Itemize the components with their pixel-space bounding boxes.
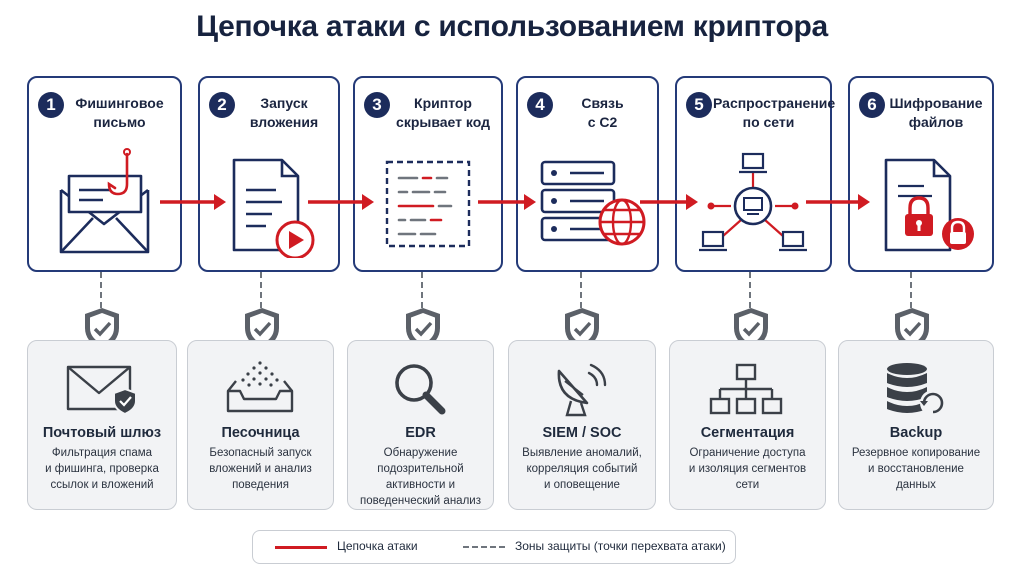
mail-shield-icon	[66, 365, 137, 416]
protection-connector	[749, 272, 751, 308]
page-title: Цепочка атаки с использованием криптора	[196, 10, 828, 43]
phishing-email-icon	[59, 148, 150, 254]
legend-protection-line	[463, 546, 505, 548]
protection-connector	[260, 272, 262, 308]
defense-title: Сегментация	[700, 425, 795, 441]
step-number: 2	[209, 92, 235, 118]
attack-arrow	[478, 194, 536, 210]
step-number: 1	[38, 92, 64, 118]
defense-title: SIEM / SOC	[542, 425, 622, 441]
hierarchy-icon	[709, 363, 783, 415]
attack-arrow	[308, 194, 374, 210]
defense-title: Песочница	[221, 425, 300, 441]
satellite-dish-icon	[557, 363, 607, 417]
legend-attack-label: Цепочка атаки	[337, 539, 418, 553]
step-number: 6	[859, 92, 885, 118]
locked-file-icon	[884, 158, 974, 252]
obfuscated-code-icon	[385, 160, 471, 248]
defense-title: EDR	[405, 425, 436, 441]
legend-protection-label: Зоны защиты (точки перехвата атаки)	[515, 539, 726, 553]
protection-connector	[100, 272, 102, 308]
legend: Цепочка атаки Зоны защиты (точки перехва…	[252, 530, 736, 564]
step-number: 4	[527, 92, 553, 118]
legend-attack-line	[275, 546, 327, 549]
shield-check-icon	[734, 308, 768, 350]
step-number: 3	[364, 92, 390, 118]
document-play-icon	[232, 158, 315, 258]
protection-connector	[421, 272, 423, 308]
defense-title: Почтовый шлюз	[42, 425, 162, 441]
defense-title: Backup	[889, 425, 943, 441]
sandbox-icon	[226, 361, 294, 413]
attack-arrow	[806, 194, 870, 210]
server-globe-icon	[540, 160, 646, 246]
protection-connector	[580, 272, 582, 308]
attack-arrow	[640, 194, 698, 210]
shield-check-icon	[85, 308, 119, 350]
shield-check-icon	[406, 308, 440, 350]
network-icon	[699, 152, 807, 252]
shield-check-icon	[565, 308, 599, 350]
shield-check-icon	[895, 308, 929, 350]
magnifier-icon	[395, 364, 446, 415]
attack-arrow	[160, 194, 226, 210]
database-restore-icon	[887, 363, 946, 416]
step-number: 5	[686, 92, 712, 118]
defense-card-siem-soc: SIEM / SOC Выявление аномалий,корреляция…	[508, 340, 656, 510]
shield-check-icon	[245, 308, 279, 350]
protection-connector	[910, 272, 912, 308]
